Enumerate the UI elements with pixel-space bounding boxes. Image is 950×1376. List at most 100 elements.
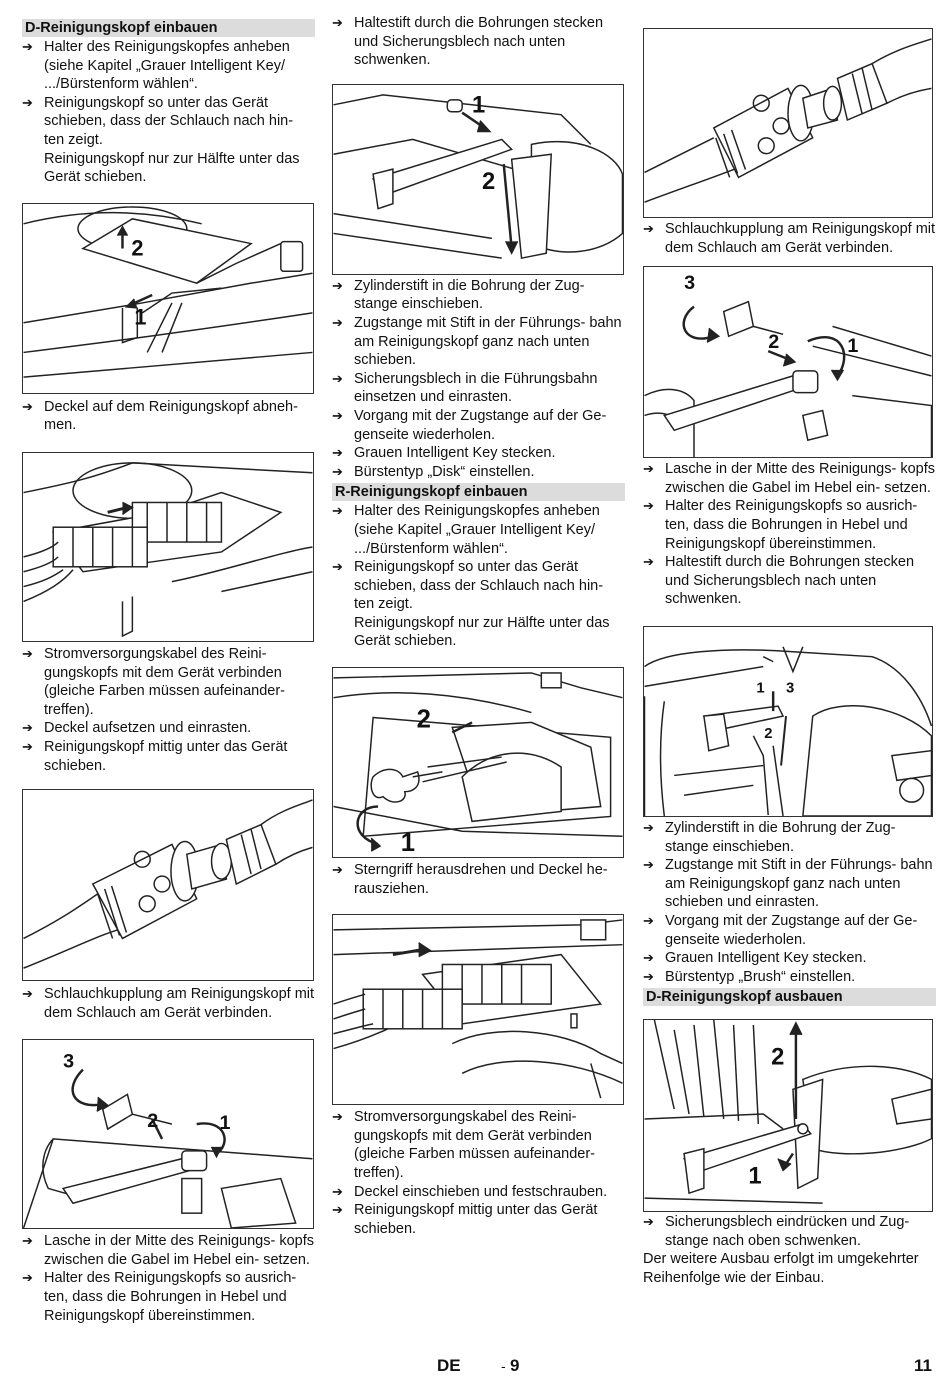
arrow-right-icon: ➔	[332, 1183, 343, 1199]
illustration-power-cable	[22, 451, 314, 642]
instruction-step: ➔Schlauchkupplung am Reinigungskopf mit …	[643, 221, 936, 256]
arrow-right-icon: ➔	[643, 1214, 654, 1230]
callout-number: 3	[786, 680, 794, 696]
arrow-right-icon: ➔	[332, 862, 343, 878]
section-heading: R-Reinigungskopf einbauen	[332, 483, 625, 502]
arrow-right-icon: ➔	[22, 398, 33, 414]
instruction-step: ➔Reinigungskopf mittig unter das Gerät s…	[332, 1202, 598, 1237]
instruction-step: ➔Zylinderstift in die Bohrung der Zug- s…	[332, 277, 585, 313]
arrow-right-icon: ➔	[332, 559, 343, 575]
instruction-step: ➔Reinigungskopf mittig unter das Gerät s…	[22, 738, 288, 774]
section-heading: D-Reinigungskopf ausbauen	[643, 988, 936, 1007]
arrow-right-icon: ➔	[22, 720, 33, 736]
arrow-right-icon: ➔	[22, 986, 33, 1002]
instruction-step: ➔Haltestift durch die Bohrungen stecken …	[643, 554, 915, 608]
footer-dash: -	[501, 1358, 506, 1374]
arrow-right-icon: ➔	[332, 407, 343, 423]
arrow-right-icon: ➔	[332, 503, 343, 519]
instruction-step: ➔Zugstange mit Stift in der Führungs- ba…	[643, 857, 933, 911]
note-text: Reinigungskopf nur zur Hälfte unter das …	[354, 614, 610, 650]
instruction-step: ➔Bürstentyp „Brush“ einstellen.	[643, 968, 856, 985]
footer-language: DE	[437, 1356, 461, 1375]
page-number: 11	[914, 1356, 932, 1375]
instruction-step: ➔Deckel einschieben und festschrauben.	[332, 1183, 608, 1200]
callout-number: 2	[482, 169, 495, 195]
callout-number: 1	[219, 1112, 230, 1134]
arrow-right-icon: ➔	[643, 221, 654, 236]
arrow-right-icon: ➔	[22, 645, 33, 661]
instruction-step: ➔Halter des Reinigungskopfs so ausrich- …	[22, 1270, 297, 1324]
instruction-step: ➔Sicherungsblech eindrücken und Zug- sta…	[643, 1214, 910, 1249]
instruction-step: ➔Bürstentyp „Disk“ einstellen.	[332, 463, 535, 480]
instruction-step: ➔Sicherungsblech in die Führungsbahn ein…	[332, 370, 598, 406]
instruction-step: ➔Grauen Intelligent Key stecken.	[332, 445, 556, 462]
instruction-step: ➔Reinigungskopf so unter das Gerät schie…	[332, 559, 604, 613]
arrow-right-icon: ➔	[332, 463, 343, 479]
illustration-star-knob: 2 1	[332, 667, 624, 859]
arrow-right-icon: ➔	[22, 94, 33, 110]
illustration-pin-insertion: 1 2	[332, 83, 624, 275]
note-text: Reinigungskopf nur zur Hälfte unter das …	[44, 150, 300, 186]
illustration-hose-coupling-r	[643, 28, 933, 218]
footer-subpage: 9	[510, 1356, 520, 1375]
callout-number: 1	[401, 829, 415, 857]
callout-number: 3	[684, 272, 695, 294]
callout-number: 1	[748, 1163, 761, 1190]
illustration-lever-mount-r: 3 2 1	[643, 266, 933, 459]
instruction-step: ➔Reinigungskopf so unter das Gerät schie…	[22, 94, 294, 148]
instruction-step: ➔Lasche in der Mitte des Reinigungs- kop…	[22, 1233, 315, 1268]
arrow-right-icon: ➔	[643, 498, 654, 514]
illustration-removal: 2 1	[643, 1019, 933, 1213]
callout-number: 2	[768, 331, 779, 353]
arrow-right-icon: ➔	[332, 314, 343, 330]
arrow-right-icon: ➔	[22, 39, 33, 54]
callout-number: 1	[847, 335, 858, 357]
arrow-right-icon: ➔	[332, 15, 343, 30]
arrow-right-icon: ➔	[643, 461, 654, 477]
instruction-step: ➔Lasche in der Mitte des Reinigungs- kop…	[643, 461, 936, 496]
arrow-right-icon: ➔	[643, 912, 654, 928]
callout-number: 2	[764, 726, 772, 742]
closing-text: Der weitere Ausbau erfolgt im umgekehrte…	[643, 1251, 919, 1287]
arrow-right-icon: ➔	[332, 445, 343, 461]
section-heading: D-Reinigungskopf einbauen	[22, 19, 315, 37]
instruction-step: ➔Zylinderstift in die Bohrung der Zug- s…	[643, 819, 896, 855]
arrow-right-icon: ➔	[643, 857, 654, 873]
instruction-step: ➔Deckel auf dem Reinigungskopf abneh- me…	[22, 398, 298, 434]
column-middle: ➔Haltestift durch die Bohrungen stecken …	[332, 0, 625, 1238]
callout-number: 2	[771, 1044, 784, 1071]
arrow-right-icon: ➔	[643, 554, 654, 570]
arrow-right-icon: ➔	[643, 819, 654, 835]
instruction-step: ➔Haltestift durch die Bohrungen stecken …	[332, 15, 604, 69]
arrow-right-icon: ➔	[643, 968, 654, 984]
callout-number: 2	[131, 235, 143, 260]
illustration-r-power-cable	[332, 914, 624, 1106]
arrow-right-icon: ➔	[332, 370, 343, 386]
instruction-step: ➔Halter des Reinigungskopfs so ausrich- …	[643, 498, 918, 552]
column-right: ➔Schlauchkupplung am Reinigungskopf mit …	[643, 0, 936, 1288]
instruction-step: ➔Sterngriff herausdrehen und Deckel he- …	[332, 862, 608, 897]
instruction-step: ➔Schlauchkupplung am Reinigungskopf mit …	[22, 986, 315, 1021]
callout-number: 2	[417, 705, 431, 733]
arrow-right-icon: ➔	[332, 277, 343, 293]
arrow-right-icon: ➔	[643, 950, 654, 966]
arrow-right-icon: ➔	[332, 1202, 343, 1218]
instruction-step: ➔Stromversorgungskabel des Reini- gungsk…	[22, 645, 285, 718]
instruction-step: ➔Zugstange mit Stift in der Führungs- ba…	[332, 314, 622, 369]
instruction-step: ➔Stromversorgungskabel des Reini- gungsk…	[332, 1109, 595, 1182]
arrow-right-icon: ➔	[22, 738, 33, 754]
callout-number: 1	[134, 304, 146, 329]
instruction-step: ➔Grauen Intelligent Key stecken.	[643, 950, 867, 967]
instruction-step: ➔Halter des Reinigungskopfes anheben (si…	[332, 503, 600, 557]
instruction-step: ➔Halter des Reinigungskopfes anheben (si…	[22, 39, 290, 93]
instruction-step: ➔Vorgang mit der Zugstange auf der Ge- g…	[643, 912, 918, 948]
arrow-right-icon: ➔	[22, 1233, 33, 1249]
illustration-lever-mount: 3 2 1	[22, 1039, 314, 1230]
illustration-pin-insertion-r: 1 3 2	[643, 625, 933, 817]
instruction-step: ➔Vorgang mit der Zugstange auf der Ge- g…	[332, 407, 607, 443]
column-left: D-Reinigungskopf einbauen ➔Halter des Re…	[22, 0, 315, 1325]
callout-number: 1	[756, 680, 764, 696]
arrow-right-icon: ➔	[332, 1109, 343, 1125]
illustration-cover-removal: 2 1	[22, 202, 314, 394]
callout-number: 2	[147, 1110, 158, 1132]
